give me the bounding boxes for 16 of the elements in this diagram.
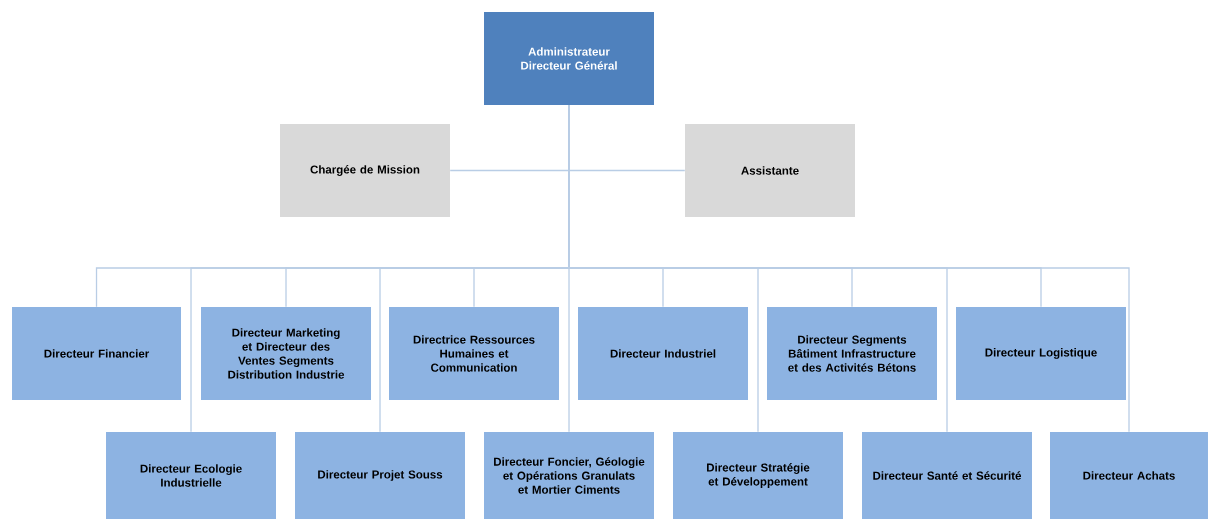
position-box: Directeur Logistique	[956, 307, 1126, 400]
position-box: Directeur Foncier, Géologie et Opérations Granulats et Mortier Ciments	[484, 432, 654, 519]
position-box: Assistante	[685, 124, 855, 217]
connector-line	[568, 104, 1130, 433]
position-box: Directeur Projet Souss	[295, 432, 465, 519]
position-box: Directeur Financier	[12, 307, 181, 400]
position-box: Directeur Stratégie et Développement	[673, 432, 843, 519]
position-box: Directeur Achats	[1050, 432, 1208, 519]
position-box: Directrice Ressources Humaines et Communication	[389, 307, 559, 400]
position-box: Directeur Industriel	[578, 307, 748, 400]
position-box: Directeur Santé et Sécurité	[862, 432, 1032, 519]
position-box: Directeur Ecologie Industrielle	[106, 432, 276, 519]
position-box: Directeur Marketing et Directeur des Ventes Segments Distribution Industrie	[201, 307, 371, 400]
position-box: Chargée de Mission	[280, 124, 450, 217]
position-box: Directeur Segments Bâtiment Infrastructure et des Activités Bétons	[767, 307, 937, 400]
position-box: Administrateur Directeur Général	[484, 12, 654, 105]
